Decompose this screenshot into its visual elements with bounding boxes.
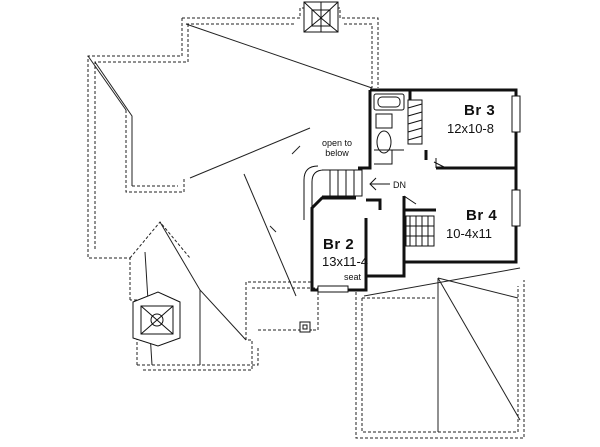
chimney-top <box>303 1 339 33</box>
bath-fixtures <box>373 93 405 165</box>
room-size-br2: 13x11-4 <box>322 254 369 269</box>
roof-outline <box>87 7 525 439</box>
doors <box>392 149 447 205</box>
windows <box>317 95 521 293</box>
seat-label: seat <box>344 272 362 282</box>
stair-down-label: DN <box>393 180 406 190</box>
open-to-below-line2: below <box>325 148 349 158</box>
room-size-br3: 12x10-8 <box>447 121 494 136</box>
room-size-br4: 10-4x11 <box>446 226 493 241</box>
open-to-below-label: open to below <box>322 138 352 158</box>
post <box>299 321 311 333</box>
stair <box>303 165 390 220</box>
room-name-br4: Br 4 <box>466 207 498 224</box>
room-name-br3: Br 3 <box>464 102 496 119</box>
closets <box>405 99 435 247</box>
open-to-below-markers <box>269 145 301 233</box>
open-to-below-line1: open to <box>322 138 353 148</box>
roof-ridges <box>87 23 521 432</box>
chimney-bottom <box>132 291 181 347</box>
room-name-br2: Br 2 <box>323 236 355 253</box>
